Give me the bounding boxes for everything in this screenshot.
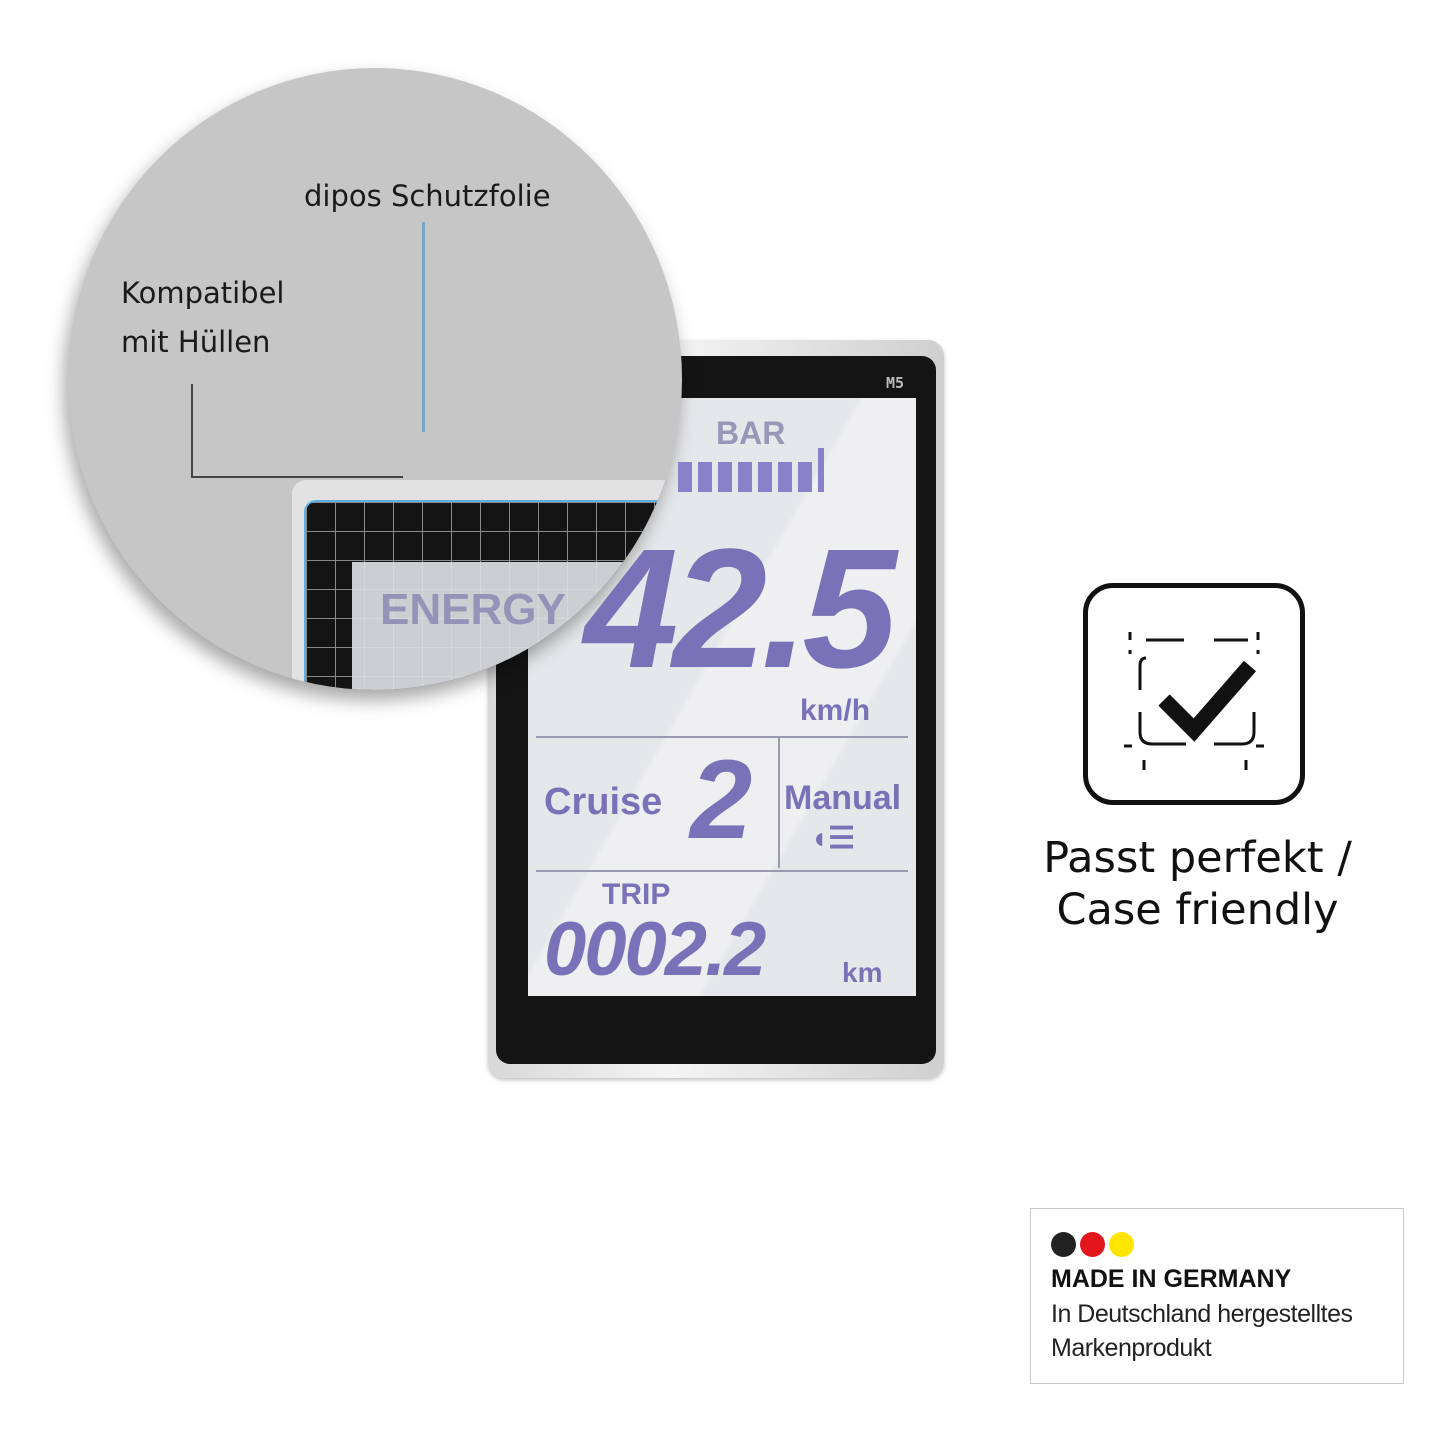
mode-label: Cruise	[544, 781, 663, 823]
feature-line2: Case friendly	[1056, 885, 1339, 935]
callout-line	[191, 384, 193, 478]
feature-line1: Passt perfekt /	[1043, 833, 1352, 883]
divider	[536, 870, 908, 872]
red-dot	[1080, 1232, 1105, 1257]
zoomed-lcd: ENERGY	[352, 562, 682, 690]
energy-label: ENERGY	[380, 585, 566, 634]
lcd-screen: BAR 42.5 km/h Cruise 2 Manual ◖☰ TRIP 00…	[528, 398, 916, 996]
headlight-icon: ◖☰	[810, 822, 856, 855]
callout-line	[191, 476, 403, 478]
callout-compatible-line1: Kompatibel	[121, 276, 285, 310]
black-dot	[1051, 1232, 1076, 1257]
assist-level: 2	[690, 737, 753, 862]
light-mode: Manual	[784, 779, 902, 817]
trip-value: 0002.2	[544, 907, 766, 992]
magnifier-circle: ENERGY dipos Schutzfolie Kompatibel mit …	[68, 68, 682, 690]
callout-protector: dipos Schutzfolie	[304, 179, 551, 213]
speed-unit: km/h	[800, 694, 871, 727]
trip-unit: km	[842, 957, 883, 988]
mig-line2: Markenprodukt	[1051, 1334, 1212, 1362]
protector-grid: ENERGY	[304, 500, 682, 690]
yellow-dot	[1109, 1232, 1134, 1257]
speed-value: 42.5	[584, 514, 897, 704]
checkbox-frame-icon	[1083, 583, 1305, 805]
divider	[536, 736, 908, 738]
bar-level-indicator	[678, 448, 824, 492]
german-flag-dots	[1051, 1232, 1138, 1262]
trip-label: TRIP	[602, 878, 671, 911]
mig-title: MADE IN GERMANY	[1051, 1265, 1292, 1293]
callout-line	[422, 222, 425, 432]
model-label: M5	[885, 374, 904, 392]
divider	[778, 736, 780, 868]
zoomed-device-corner: ENERGY	[292, 480, 682, 690]
made-in-germany-badge: MADE IN GERMANY In Deutschland hergestel…	[1030, 1208, 1404, 1384]
callout-compatible-line2: mit Hüllen	[121, 325, 271, 359]
feature-caption: Passt perfekt / Case friendly	[1000, 832, 1395, 936]
ebike-display-device: M5 BAR 42.5 km/h Cruise 2 Manual ◖☰ TRIP…	[488, 340, 944, 1078]
mig-line1: In Deutschland hergestelltes	[1051, 1300, 1353, 1328]
display-bezel: M5 BAR 42.5 km/h Cruise 2 Manual ◖☰ TRIP…	[496, 356, 936, 1064]
checkmark-icon	[1124, 632, 1264, 770]
bar-label: BAR	[716, 415, 786, 451]
